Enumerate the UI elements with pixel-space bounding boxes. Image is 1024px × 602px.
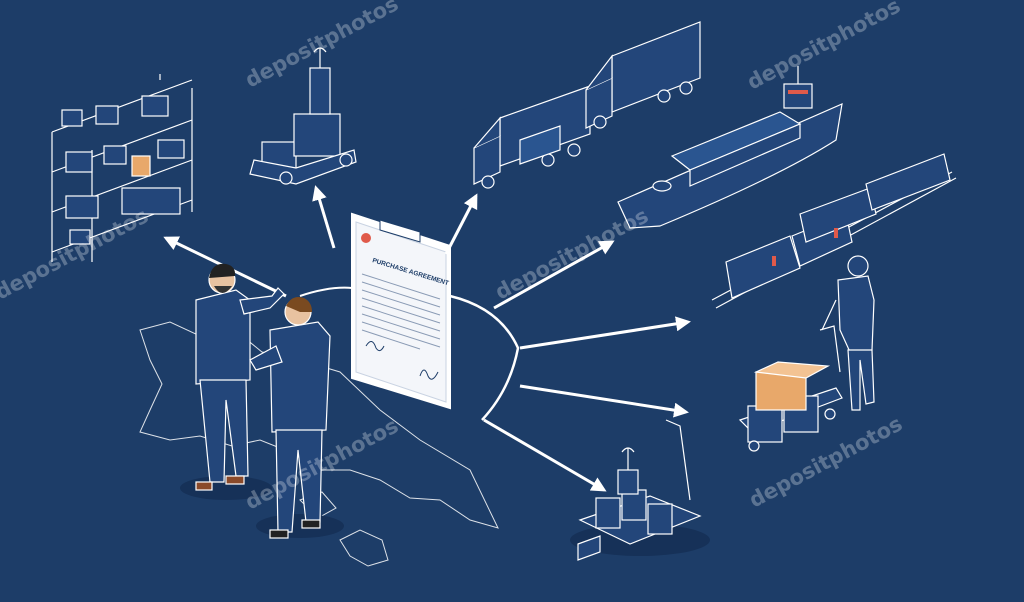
pallet-scale-icon: [570, 419, 710, 561]
worker-with-pallet-jack: [738, 255, 875, 452]
truck-icon-front: [473, 85, 591, 189]
arrow-to-pallet-jack: [519, 384, 689, 418]
warehouse-shelf-icon: [51, 74, 193, 262]
truck-icon-back: [585, 21, 701, 129]
businessmen-handshake: [180, 263, 344, 539]
arrow-to-trucks: [444, 193, 478, 255]
arrow-to-train: [519, 316, 691, 350]
arrow-to-forklift: [312, 185, 336, 249]
train-icon: [711, 153, 957, 309]
arrow-to-ship: [493, 240, 615, 310]
hub-connector: [299, 286, 353, 297]
cargo-ship-icon: [617, 66, 843, 229]
businessman-right: [249, 297, 331, 539]
purchase-agreement-document: PURCHASE AGREEMENT: [351, 212, 451, 410]
forklift-icon: [249, 47, 357, 185]
arrow-to-pallet-scale: [483, 418, 607, 492]
businessman-left: [195, 263, 285, 491]
distribution-hub: [449, 294, 520, 421]
